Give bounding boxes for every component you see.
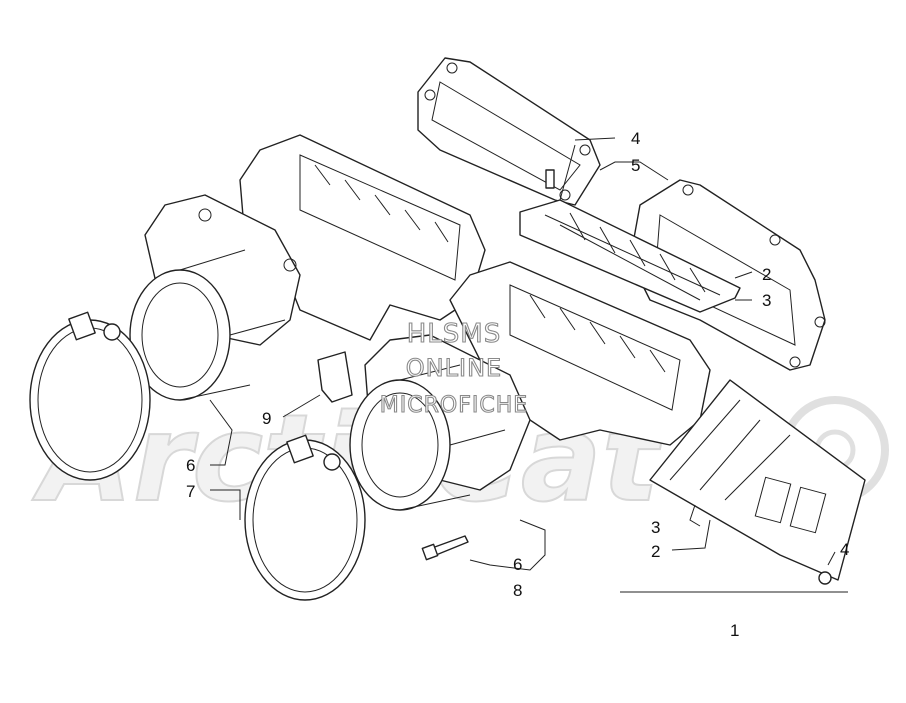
- callout-8: 8: [513, 581, 522, 600]
- callout-2-bottom: 2: [651, 542, 660, 561]
- callout-4-top: 4: [631, 129, 640, 148]
- intake-manifold-left: [144, 134, 486, 346]
- bolt: [421, 535, 469, 561]
- callout-3-top: 3: [762, 291, 771, 310]
- watermark-line-3: MICROFICHE: [380, 393, 528, 418]
- reed-valve-lower: [649, 379, 866, 581]
- watermark-line-2: ONLINE: [406, 354, 502, 382]
- screw-lower: [818, 571, 832, 585]
- callout-6-left: 6: [186, 456, 195, 475]
- callout-6-right: 6: [513, 555, 522, 574]
- hose-clamp-left: [29, 311, 151, 481]
- callout-9: 9: [262, 409, 271, 428]
- gasket-upper: [417, 57, 601, 206]
- watermark-line-1: HLSMS: [407, 319, 501, 349]
- callout-2-top: 2: [762, 265, 771, 284]
- intake-boot-right: [349, 364, 506, 511]
- microfiche-watermark: HLSMS ONLINE MICROFICHE: [379, 318, 528, 418]
- callout-1: 1: [730, 621, 739, 640]
- intake-boot-left: [129, 249, 286, 401]
- callout-4-bottom: 4: [840, 540, 849, 559]
- screw-upper: [545, 169, 555, 189]
- bracket: [317, 351, 353, 403]
- callout-3-bottom: 3: [651, 518, 660, 537]
- callout-labels: 4 5 2 3 9 6 7 3 2 4 6 8 1: [186, 129, 849, 640]
- hose-clamp-right: [244, 434, 366, 601]
- callout-7: 7: [186, 482, 195, 501]
- callout-5: 5: [631, 156, 640, 175]
- leader-lines: [209, 137, 848, 593]
